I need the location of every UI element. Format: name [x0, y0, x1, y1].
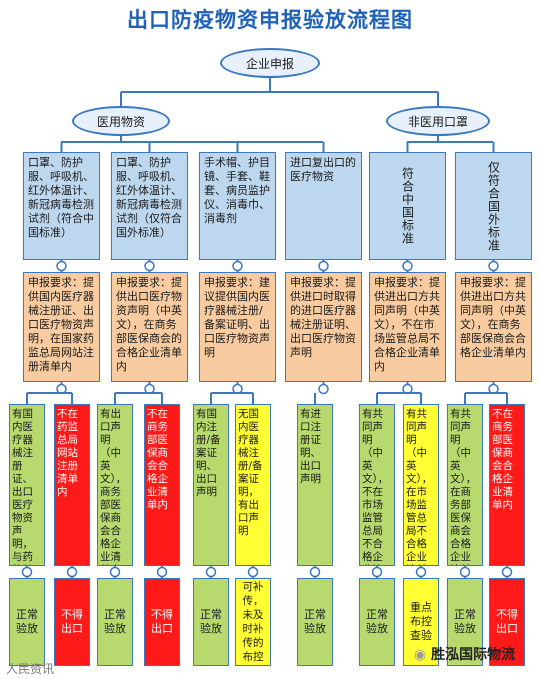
result-box: 重点布控查验	[403, 578, 439, 666]
node-medical-supplies: 医用物资	[72, 106, 170, 136]
result-box: 不得出口	[54, 578, 90, 666]
category-box: 进口复出口的医疗物资	[285, 152, 362, 260]
category-box: 符合中国标准	[369, 152, 446, 260]
junction-dot	[415, 566, 427, 578]
junction-dot	[488, 260, 499, 272]
requirement-box: 申报要求：建议提供国内医疗器械注册/备案证明、出口医疗物资声明	[199, 272, 276, 382]
junction-dot	[144, 260, 155, 272]
condition-box: 有国内医疗器械注册证、出口医疗物资声明，与药监总局网站注册清单核对无误	[9, 404, 45, 566]
result-box: 正常验放	[193, 578, 229, 666]
result-box: 正常验放	[297, 578, 333, 666]
requirement-box: 申报要求：提供进出口方共同声明（中英文），不在市场监管总局不合格企业清单内	[369, 272, 446, 382]
wechat-icon: ◉	[414, 647, 427, 663]
page-title: 出口防疫物资申报验放流程图	[127, 8, 413, 32]
requirement-box: 申报要求：提供国内医疗器械注册证、出口医疗物资声明，在国家药监总局网站注册清单内	[23, 272, 100, 382]
requirement-box: 申报要求：提供出口医疗物资声明（中英文），在商务部医保商会的合格企业清单内	[111, 272, 188, 382]
junction-dot	[318, 260, 329, 272]
condition-box: 不在商务部医保商会合格企业清单内	[144, 404, 180, 566]
condition-box: 无国内医疗器械注册/备案证明，有出口声明	[235, 404, 271, 566]
result-box: 不得出口	[144, 578, 180, 666]
result-box: 正常验放	[447, 578, 483, 666]
requirement-box: 申报要求：提供进出口方共同声明（中英文），在商务部医保商会合格企业清单内	[455, 272, 532, 382]
condition-box: 有国内注册/备案证明、出口声明	[193, 404, 229, 566]
requirement-box: 申报要求：提供进口时取得的进口医疗器械注册证明、出口医疗物资声明	[285, 272, 362, 382]
junction-dot	[232, 260, 243, 272]
junction-dot	[459, 566, 471, 578]
junction-dot	[402, 260, 413, 272]
condition-box: 不在商务部医保商会合格企业清单内	[489, 404, 525, 566]
junction-dot	[66, 566, 78, 578]
junction-dot	[247, 566, 259, 578]
junction-dot	[501, 566, 513, 578]
result-box: 企业可补传，未及时补传的布控查验	[235, 578, 271, 666]
junction-dot	[205, 566, 217, 578]
junction-dot	[318, 383, 329, 395]
junction-dot	[156, 566, 168, 578]
category-box: 口罩、防护服、呼吸机、红外体温计、新冠病毒检测试剂（仅符合国外标准）	[111, 152, 188, 260]
result-box: 正常验放	[9, 578, 45, 666]
condition-box: 有共同声明（中英文），在商务部医保商会合格企业清单内	[447, 404, 483, 566]
category-box: 手术帽、护目镜、手套、鞋套、病员监护仪、消毒巾、消毒剂	[199, 152, 276, 260]
junction-dot	[21, 566, 33, 578]
node-enterprise-declaration: 企业申报	[220, 48, 320, 78]
node-non-medical-masks: 非医用口罩	[386, 106, 490, 136]
junction-dot	[371, 566, 383, 578]
result-box: 正常验放	[97, 578, 133, 666]
condition-box: 有出口声明（中英文），商务部医保商会合格企业清单内	[97, 404, 133, 566]
category-box: 仅符合国外标准	[455, 152, 532, 260]
watermark-left: 人民资讯	[6, 662, 55, 676]
junction-dot	[309, 566, 321, 578]
condition-box: 不在药监总局网站注册清单内	[54, 404, 90, 566]
category-box: 口罩、防护服、呼吸机、红外体温计、新冠病毒检测试剂（符合中国标准）	[23, 152, 100, 260]
result-box: 正常验放	[359, 578, 395, 666]
brand-name: 胜泓国际物流	[431, 647, 516, 663]
result-box: 不得出口	[489, 578, 525, 666]
condition-box: 有共同声明（中英文），不在市场监管总局不合格企业清单内	[359, 404, 395, 566]
brand-label: ◉ 胜泓国际物流	[414, 644, 515, 664]
condition-box: 有进口注册证明、出口声明	[297, 404, 333, 566]
junction-dot	[109, 566, 121, 578]
condition-box: 有共同声明（中英文），在市场监管总局不合格企业清单内	[403, 404, 439, 566]
junction-dot	[56, 260, 67, 272]
